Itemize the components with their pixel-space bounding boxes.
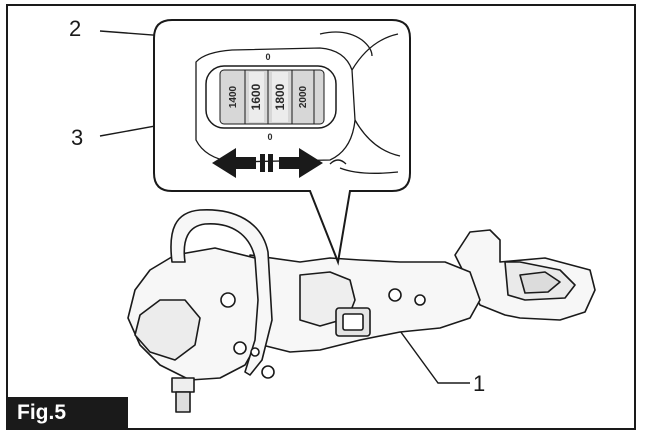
- speed-dial-bottom-marker: 0: [267, 132, 272, 142]
- speed-dial-callout: 1400 1600 1800 2000 0 0: [153, 19, 411, 266]
- callout-label-1: 1: [473, 371, 486, 396]
- speed-dial-value-2: 1600: [249, 83, 263, 110]
- speed-dial-value-3: 1800: [273, 83, 287, 110]
- callout-label-2: 2: [69, 16, 82, 41]
- polisher-body: [127, 209, 596, 413]
- speed-dial-value-1: 1400: [228, 85, 239, 108]
- speed-dial-value-4: 2000: [298, 85, 309, 108]
- rotate-direction-arrow-icon: [212, 148, 323, 178]
- figure-frame: [6, 4, 636, 430]
- figure-label: Fig.5: [8, 397, 128, 429]
- speed-dial-top-marker: 0: [265, 52, 270, 62]
- callout-label-3: 3: [71, 125, 84, 150]
